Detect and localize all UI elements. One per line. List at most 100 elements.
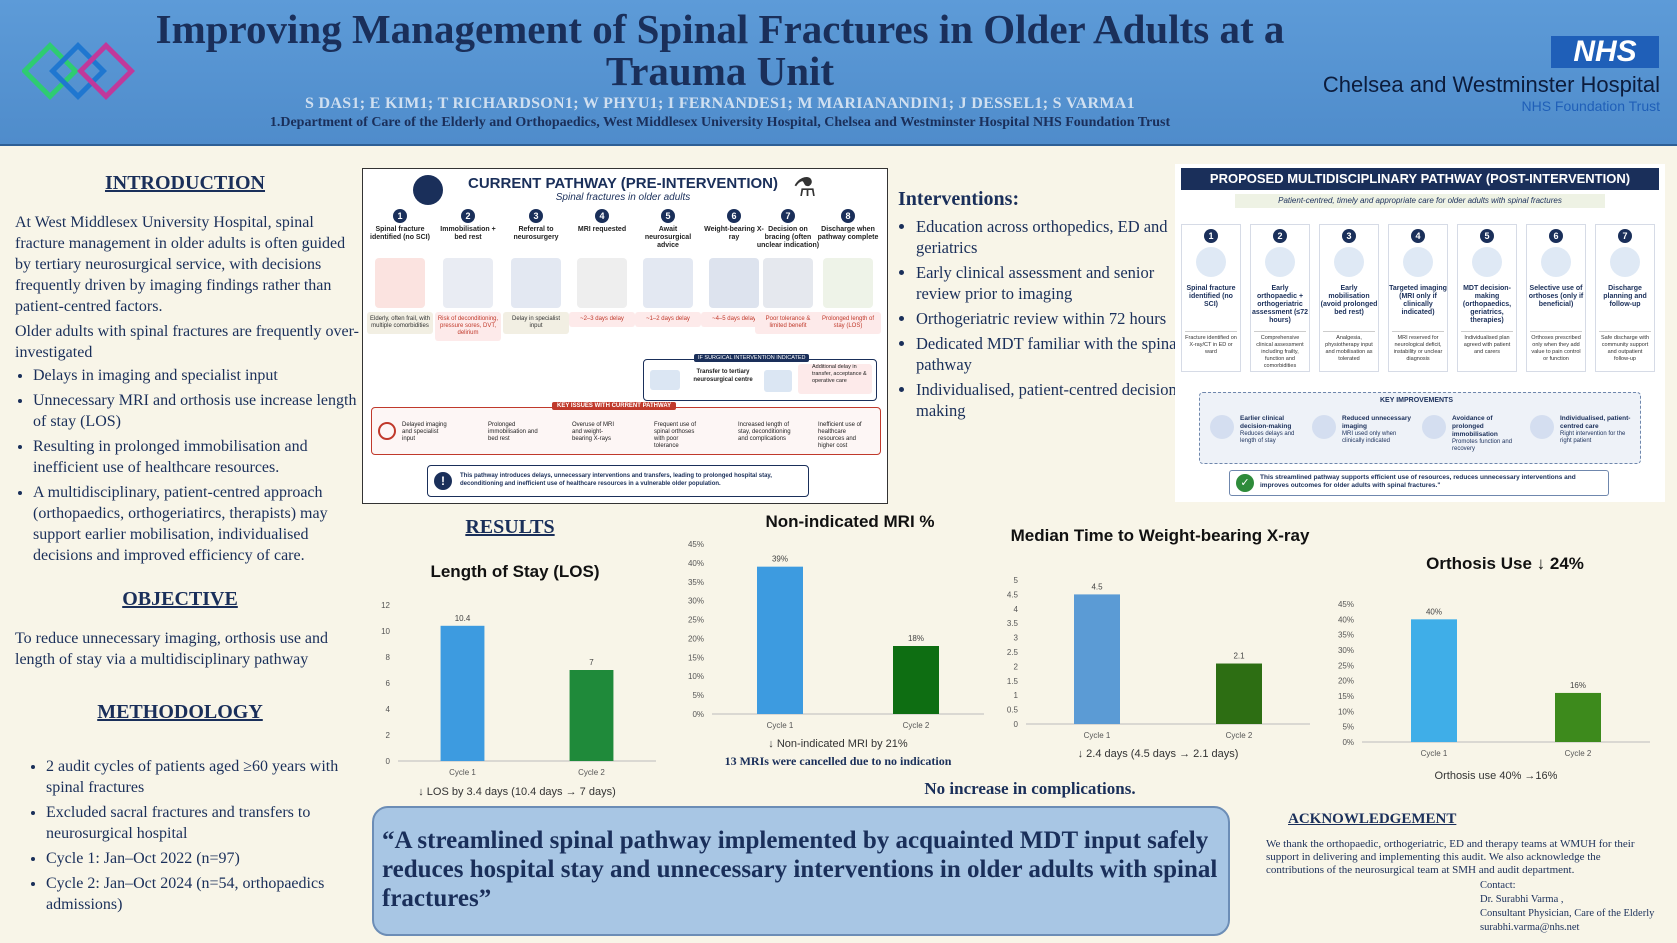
objective-text: To reduce unnecessary imaging, orthosis … bbox=[15, 630, 329, 668]
y-tick-label: 0.5 bbox=[1007, 706, 1019, 715]
current-pathway-panel: CURRENT PATHWAY (PRE-INTERVENTION) Spina… bbox=[362, 168, 888, 504]
spine-magnifier-icon bbox=[1196, 247, 1226, 277]
methodology-heading: METHODOLOGY bbox=[97, 701, 263, 723]
y-tick-label: 8 bbox=[386, 653, 391, 662]
list-item: A multidisciplinary, patient-centred app… bbox=[33, 482, 360, 566]
y-tick-label: 4 bbox=[1014, 605, 1019, 614]
conclusion-box bbox=[372, 806, 1230, 936]
mri-scanner-icon bbox=[1312, 415, 1336, 439]
y-tick-label: 40% bbox=[1338, 615, 1354, 624]
y-tick-label: 2.5 bbox=[1007, 648, 1019, 657]
xray-icon bbox=[709, 258, 759, 308]
list-item: Resulting in prolonged immobilisation an… bbox=[33, 436, 360, 478]
intro-bullets: Delays in imaging and specialist input U… bbox=[15, 365, 360, 566]
orthosis-bar-chart: 0%5%10%15%20%25%30%35%40%45%40%Cycle 116… bbox=[1338, 600, 1650, 758]
objective-heading: OBJECTIVE bbox=[122, 588, 238, 610]
y-tick-label: 3 bbox=[1014, 634, 1019, 643]
acknowledgement-heading: ACKNOWLEDGEMENT bbox=[1288, 811, 1457, 827]
list-item: 2 audit cycles of patients aged ≥60 year… bbox=[46, 756, 366, 798]
affiliation: 1.Department of Care of the Elderly and … bbox=[269, 115, 1171, 130]
x-tick-label: Cycle 2 bbox=[903, 721, 930, 730]
spine-xray-icon bbox=[375, 258, 425, 308]
poster-title: Improving Management of Spinal Fractures… bbox=[155, 6, 1285, 94]
interventions-bullets: Education across orthopedics, ED and ger… bbox=[898, 216, 1191, 425]
chart-bar bbox=[893, 646, 939, 714]
chart-bar bbox=[569, 670, 614, 761]
doctor-computer-icon bbox=[511, 258, 561, 308]
x-tick-label: Cycle 2 bbox=[578, 768, 605, 777]
data-label: 7 bbox=[589, 658, 594, 667]
bed-rest-icon bbox=[443, 258, 493, 308]
y-tick-label: 0% bbox=[1342, 738, 1354, 747]
mri-scanner-icon bbox=[1403, 247, 1433, 277]
home-heart-icon bbox=[1610, 247, 1640, 277]
issue-item: Delayed imaging and specialist input bbox=[402, 422, 447, 442]
y-tick-label: 4.5 bbox=[1007, 590, 1019, 599]
chart-note: ↓ 2.4 days (4.5 days → 2.1 days) bbox=[1077, 748, 1239, 760]
x-tick-label: Cycle 2 bbox=[1226, 731, 1253, 740]
y-tick-label: 20% bbox=[1338, 677, 1354, 686]
y-tick-label: 40% bbox=[688, 559, 704, 568]
x-tick-label: Cycle 1 bbox=[1084, 731, 1111, 740]
data-label: 2.1 bbox=[1233, 652, 1245, 661]
chart-bar bbox=[1074, 594, 1120, 724]
contact-block: Contact: Dr. Surabhi Varma , Consultant … bbox=[1480, 880, 1655, 933]
chart-bar bbox=[757, 566, 803, 714]
orthosis-brace-icon bbox=[1541, 247, 1571, 277]
y-tick-label: 35% bbox=[688, 578, 704, 587]
poster-header bbox=[0, 0, 1677, 146]
trust-logo-icon bbox=[22, 42, 135, 100]
y-tick-label: 2 bbox=[386, 731, 391, 740]
results-heading: RESULTS bbox=[465, 516, 555, 538]
y-tick-label: 1 bbox=[1014, 691, 1019, 700]
issue-item: Inefficient use of healthcare resources … bbox=[818, 422, 862, 449]
x-tick-label: Cycle 2 bbox=[1565, 749, 1592, 758]
mri-scanner-icon bbox=[577, 258, 627, 308]
proposed-pathway-footer: ✓ This streamlined pathway supports effi… bbox=[1229, 470, 1609, 496]
issue-item: Overuse of MRI and weight-bearing X-rays bbox=[572, 422, 615, 442]
chart-note: ↓ LOS by 3.4 days (10.4 days → 7 days) bbox=[418, 786, 616, 798]
chart-bar bbox=[440, 625, 485, 761]
list-item: Early clinical assessment and senior rev… bbox=[916, 262, 1191, 304]
proposed-pathway-title: PROPOSED MULTIDISCIPLINARY PATHWAY (POST… bbox=[1181, 168, 1659, 190]
walking-person-icon bbox=[1422, 415, 1446, 439]
spine-icon bbox=[413, 175, 443, 205]
mri-bar-chart: 0%5%10%15%20%25%30%35%40%45%39%Cycle 118… bbox=[688, 540, 984, 730]
list-item: Orthogeriatric review within 72 hours bbox=[916, 308, 1191, 329]
proposed-pathway-subtitle: Patient-centred, timely and appropriate … bbox=[1235, 194, 1605, 208]
intro-paragraph: Older adults with spinal fractures are f… bbox=[15, 323, 359, 361]
contact-email-link[interactable]: surabhi.varma@nhs.net bbox=[1480, 922, 1580, 933]
y-tick-label: 15% bbox=[688, 653, 704, 662]
methodology-bullets: 2 audit cycles of patients aged ≥60 year… bbox=[28, 756, 366, 919]
data-label: 18% bbox=[908, 634, 924, 643]
acknowledgement-text: We thank the orthopaedic, orthogeriatric… bbox=[1266, 838, 1635, 876]
x-tick-label: Cycle 1 bbox=[449, 768, 476, 777]
trust-name: NHS Foundation Trust bbox=[1521, 98, 1660, 114]
surgical-transfer-box: IF SURGICAL INTERVENTION INDICATED Trans… bbox=[643, 354, 877, 401]
y-tick-label: 20% bbox=[688, 634, 704, 643]
chart-note: ↓ Non-indicated MRI by 21% bbox=[768, 738, 908, 750]
y-tick-label: 4 bbox=[386, 705, 391, 714]
list-item: Excluded sacral fractures and transfers … bbox=[46, 802, 366, 844]
y-tick-label: 6 bbox=[386, 679, 391, 688]
y-tick-label: 10% bbox=[688, 672, 704, 681]
alert-icon: ! bbox=[434, 472, 452, 490]
x-tick-label: Cycle 1 bbox=[1421, 749, 1448, 758]
current-pathway-title: CURRENT PATHWAY (PRE-INTERVENTION) Spina… bbox=[467, 175, 779, 203]
no-complications-text: No increase in complications. bbox=[924, 779, 1136, 798]
hospital-building-icon bbox=[764, 370, 792, 392]
y-tick-label: 30% bbox=[1338, 646, 1354, 655]
doctors-icon bbox=[1265, 247, 1295, 277]
